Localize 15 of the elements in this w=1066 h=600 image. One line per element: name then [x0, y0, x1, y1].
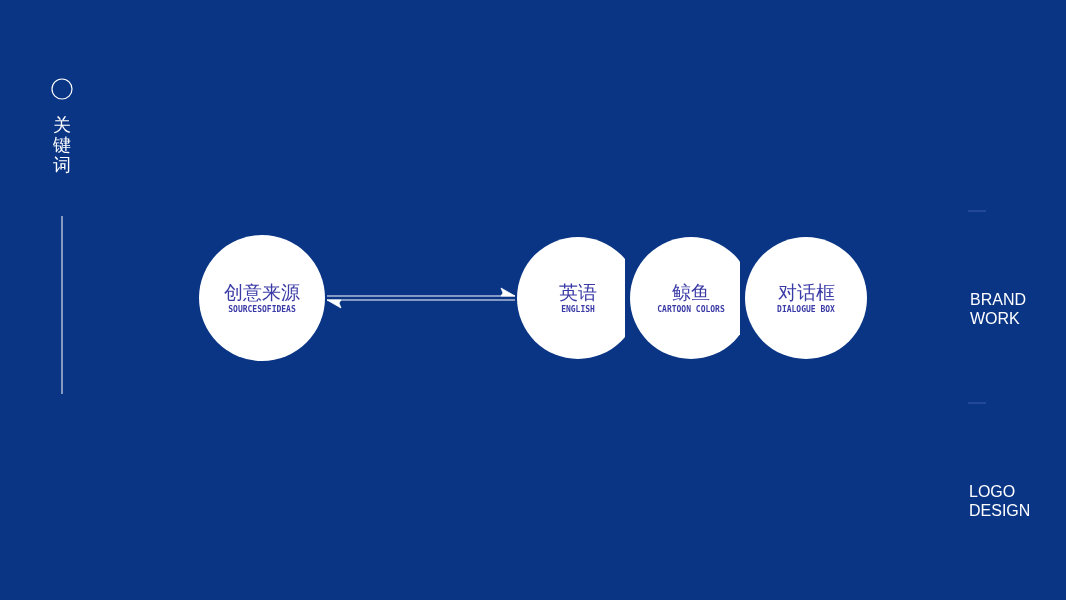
keyword-title: 鲸鱼 [672, 281, 710, 305]
side-menu-label: LOGO DESIGN [969, 482, 1032, 520]
keyword-subtitle: ENGLISH [561, 305, 595, 315]
vertical-heading: 关键词 [53, 116, 71, 176]
side-menu-label: BRAND WORK [970, 290, 1027, 328]
keyword-circle [745, 237, 867, 359]
keyword-title: 英语 [559, 281, 597, 305]
keyword-subtitle: SOURCESOFIDEAS [228, 305, 296, 315]
keyword-subtitle: CARTOON COLORS [657, 305, 725, 315]
harpoon-arrow [326, 299, 516, 309]
harpoon-arrow [326, 287, 516, 297]
keyword-title: 创意来源 [224, 281, 300, 305]
keyword-title: 对话框 [777, 281, 835, 305]
keyword-circle [199, 235, 325, 361]
keyword-subtitle: DIALOGUE BOX [777, 305, 835, 315]
